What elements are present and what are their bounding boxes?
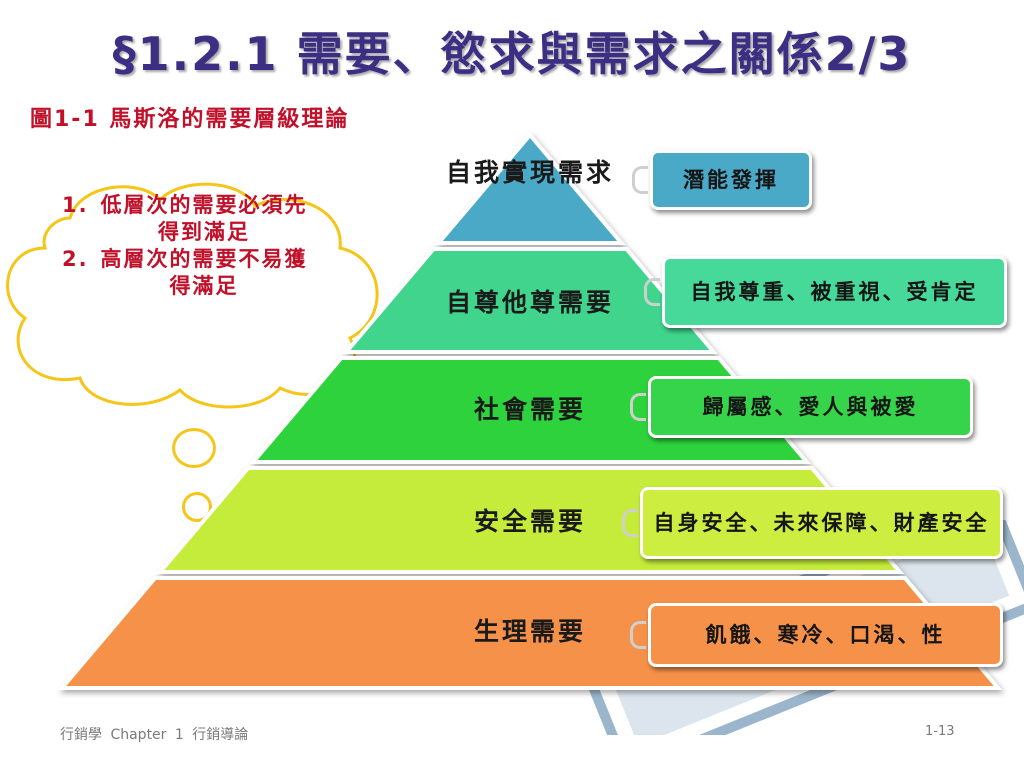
cloud-item-1: 1. 低層次的需要必須先得到滿足: [62, 192, 310, 246]
slide-title: §1.2.1 需要、慾求與需求之關係2/3: [112, 27, 912, 81]
footer-course-info: 行銷學 Chapter 1 行銷導論: [60, 727, 249, 743]
footer-page-number: 1-13: [925, 724, 955, 739]
pyramid-callout-1: 潛能發揮: [650, 150, 812, 210]
callout-connector: [644, 278, 660, 306]
pyramid-level-label: 自我實現需求: [445, 158, 614, 187]
cloud-item-text: 高層次的需要不易獲得滿足: [100, 247, 308, 298]
figure-caption: 圖1-1 馬斯洛的需要層級理論: [30, 107, 350, 132]
pyramid-callout-4: 自身安全、未來保障、財產安全: [640, 487, 1003, 559]
thought-bubble-large: [172, 428, 216, 468]
cloud-item-number: 2.: [62, 247, 89, 271]
pyramid-level-label: 自尊他尊需要: [445, 288, 614, 317]
pyramid-level-label: 安全需要: [473, 507, 586, 536]
pyramid-level-2: [342, 247, 718, 354]
cloud-item-number: 1.: [62, 193, 89, 217]
cloud-item-2: 2. 高層次的需要不易獲得滿足: [62, 246, 310, 300]
thought-cloud: [6, 182, 379, 409]
callout-connector: [622, 509, 638, 537]
pyramid-level-label: 生理需要: [473, 617, 586, 646]
callout-connector: [630, 393, 646, 421]
pyramid-level-label: 社會需要: [473, 395, 586, 424]
pyramid-level-1: [434, 131, 626, 245]
callout-connector: [632, 166, 648, 194]
pyramid-callout-3: 歸屬感、愛人與被愛: [648, 376, 973, 438]
pyramid-callout-5: 飢餓、寒冷、口渴、性: [648, 603, 1003, 667]
cloud-item-text: 低層次的需要必須先得到滿足: [100, 193, 308, 244]
pyramid-callout-2: 自我尊重、被重視、受肯定: [662, 256, 1007, 328]
thought-bubble-medium: [182, 492, 212, 522]
cloud-text: 1. 低層次的需要必須先得到滿足 2. 高層次的需要不易獲得滿足: [62, 192, 310, 300]
callout-connector: [630, 621, 646, 649]
